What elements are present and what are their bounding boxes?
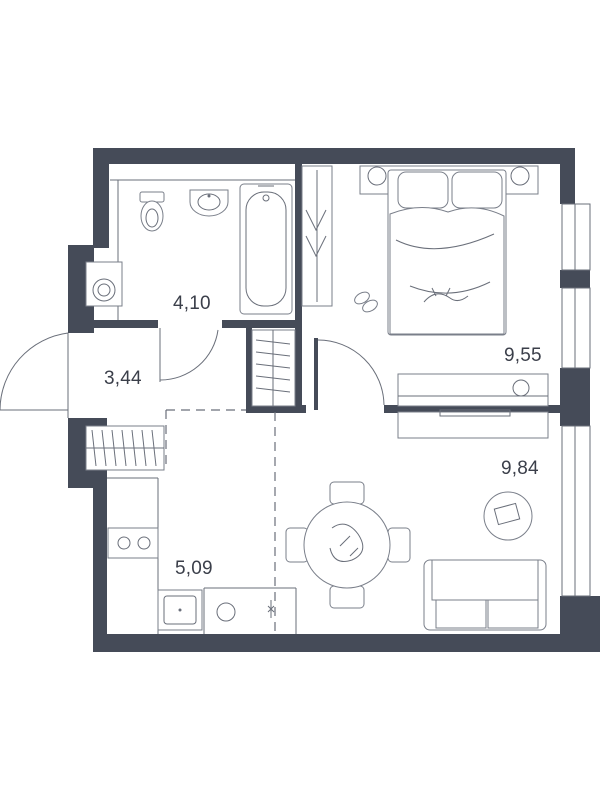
stove-icon [107, 527, 159, 559]
sink-icon [189, 189, 229, 217]
bathtub-icon [239, 183, 293, 315]
toilet-icon [139, 191, 165, 232]
sofa-icon [423, 559, 547, 631]
slippers-icon [354, 291, 378, 313]
wardrobe-icon [301, 165, 333, 307]
bedroom: 9,55 [301, 165, 549, 439]
coffee-table-icon [483, 491, 533, 541]
entry-door-icon [0, 332, 69, 418]
dining-table-icon [285, 481, 411, 609]
room-area-living: 9,84 [501, 458, 539, 479]
bathroom: 4,10 [85, 179, 295, 320]
hallway: 3,44 [0, 328, 296, 634]
washing-machine-icon [85, 261, 123, 307]
room-area-hallway: 3,44 [104, 368, 142, 389]
walls [68, 148, 600, 652]
room-area-bedroom: 9,55 [504, 345, 542, 366]
room-area-kitchen: 5,09 [175, 558, 213, 579]
room-area-bathroom: 4,10 [173, 293, 211, 314]
sink-icon [157, 589, 203, 631]
wardrobe-icon [85, 425, 165, 471]
kitchen: 5,09 [107, 477, 297, 634]
living-room: 9,84 [285, 458, 547, 631]
cat-icon [423, 287, 469, 303]
bed-icon [359, 165, 539, 336]
wardrobe-icon [251, 329, 296, 407]
tv-stand-icon [397, 373, 549, 439]
